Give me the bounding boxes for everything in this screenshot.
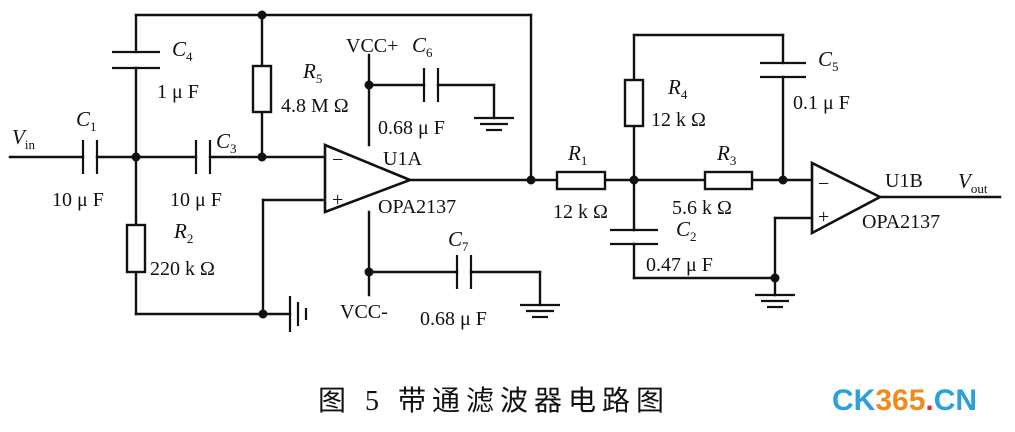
resistor-r2 [125,223,147,274]
u1a-name: U1A [383,148,422,170]
opamp-u1b [810,160,883,236]
capacitor-c5 [760,61,806,79]
r5-value: 4.8 M Ω [281,95,349,117]
r2-ref: R2 [173,219,193,246]
u1a-part: OPA2137 [378,196,456,218]
c7-value: 0.68 μ F [420,308,487,330]
capacitor-c6 [422,68,440,102]
r4-ref: R4 [667,75,688,102]
resistor-r4 [623,78,645,128]
capacitor-c4 [112,50,160,70]
opamp-u1a [323,143,414,214]
r2-value: 220 k Ω [150,258,215,280]
c6-value: 0.68 μ F [378,117,445,139]
u1b-name: U1B [885,170,923,192]
resistor-r3 [703,170,754,191]
figure-caption: 图 5 带通滤波器电路图 [318,385,670,417]
r3-value: 5.6 k Ω [672,197,732,219]
capacitor-c7 [455,255,473,289]
junction-dots [131,10,788,319]
r5-ref: R5 [302,59,322,86]
c1-ref: C1 [76,107,97,134]
resistor-r5 [251,64,273,114]
ground-symbol-u1b [755,293,795,309]
c3-value: 10 μ F [170,189,222,211]
c5-ref: C5 [818,47,839,74]
r1-value: 12 k Ω [553,201,608,223]
c1-value: 10 μ F [52,189,104,211]
vout-label: Vout [958,169,988,196]
capacitor-c3 [194,140,212,174]
c2-value: 0.47 μ F [646,254,713,276]
r4-value: 12 k Ω [651,109,706,131]
r1-ref: R1 [567,141,587,168]
u1b-part: OPA2137 [862,211,940,233]
c4-ref: C4 [172,37,193,64]
u1b-plus: + [818,206,829,228]
c2-ref: C2 [676,217,697,244]
c6-ref: C6 [412,33,433,60]
capacitor-c1 [81,140,99,174]
vcc-minus-label: VCC- [340,301,388,323]
svg-text:CK365.CN: CK365.CN [832,384,977,417]
c5-value: 0.1 μ F [793,92,850,114]
c7-ref: C7 [448,227,469,254]
watermark-logo: CK365.CN [832,384,977,417]
ground-symbol-vcc-minus [520,303,560,319]
vin-label: Vin [12,125,35,152]
resistor-r1 [555,170,607,191]
u1b-minus: − [818,173,829,195]
ground-symbol-vcc-plus [474,116,514,132]
u1a-minus: − [332,149,343,171]
c3-ref: C3 [216,129,237,156]
u1a-plus: + [332,189,343,211]
capacitor-c2 [610,228,658,246]
vcc-plus-label: VCC+ [346,35,398,57]
ground-symbol-input [288,296,308,332]
r3-ref: R3 [716,141,736,168]
c4-value: 1 μ F [157,81,199,103]
